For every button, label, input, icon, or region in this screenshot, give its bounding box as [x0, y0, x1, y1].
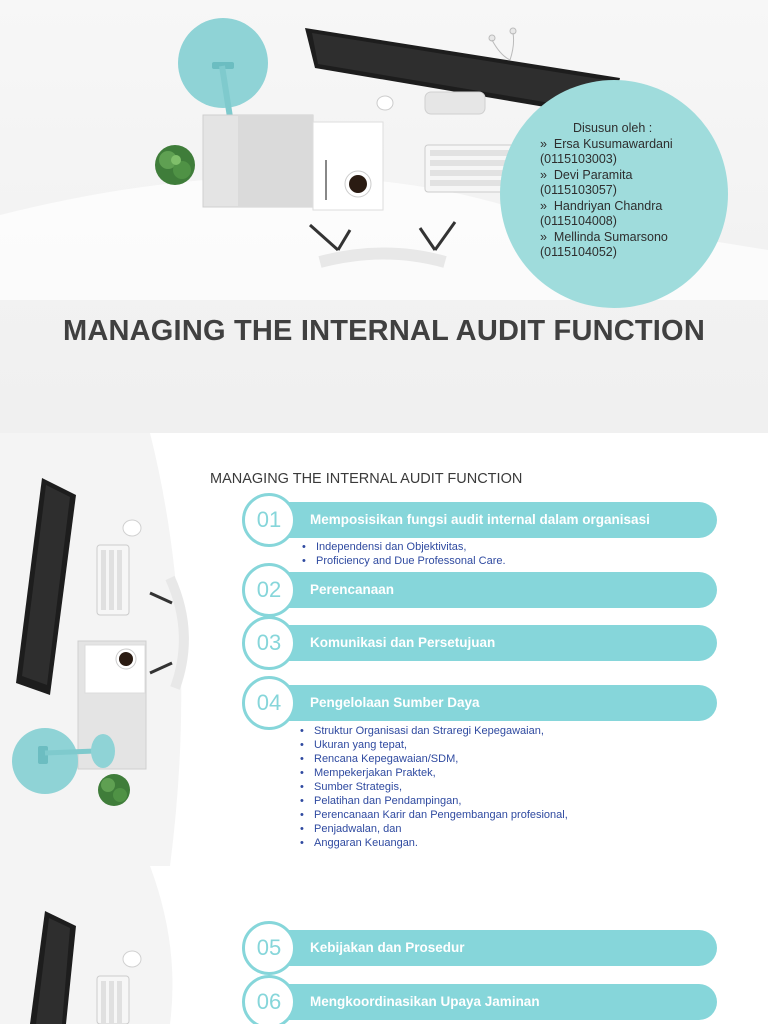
list-item: Anggaran Keuangan.: [300, 836, 568, 850]
agenda-item-02: Perencanaan: [262, 572, 717, 608]
list-item: Struktur Organisasi dan Straregi Kepegaw…: [300, 724, 568, 738]
section-title: MANAGING THE INTERNAL AUDIT FUNCTION: [210, 471, 523, 487]
agenda-item-label: Pengelolaan Sumber Daya: [310, 695, 480, 710]
agenda-number-badge: 02: [242, 563, 296, 617]
author-entry: » Mellinda Sumarsono: [540, 230, 730, 246]
agenda-number-badge: 01: [242, 493, 296, 547]
list-item: Ukuran yang tepat,: [300, 738, 568, 752]
author-entry: » Handriyan Chandra: [540, 199, 730, 215]
desk-photo-side: [0, 433, 189, 866]
agenda-item-03: Komunikasi dan Persetujuan: [262, 625, 717, 661]
plant-icon: [98, 774, 130, 806]
agenda-slide-2: Kebijakan dan Prosedur 05 Mengkoordinasi…: [0, 866, 768, 1024]
plant-icon: [155, 145, 195, 185]
list-item: Proficiency and Due Professonal Care.: [302, 554, 506, 568]
list-item: Mempekerjakan Praktek,: [300, 766, 568, 780]
lamp-icon: [12, 728, 115, 794]
keyboard-icon: [424, 144, 521, 193]
authors-list: Disusun oleh : » Ersa Kusumawardani (011…: [540, 121, 730, 261]
bullet-list-04: Struktur Organisasi dan Straregi Kepegaw…: [300, 724, 568, 850]
coffee-cup-icon: [115, 648, 137, 670]
coffee-cup-icon: [344, 170, 372, 198]
list-item: Pelatihan dan Pendampingan,: [300, 794, 568, 808]
chair-icon: [149, 575, 189, 690]
bullet-list-01: Independensi dan Objektivitas, Proficien…: [302, 540, 506, 568]
mouse-icon: [122, 519, 142, 537]
authors-circle: [500, 80, 728, 308]
author-bullet: »: [540, 198, 547, 213]
agenda-slide-1: MANAGING THE INTERNAL AUDIT FUNCTION Mem…: [0, 433, 768, 866]
author-bullet: »: [540, 136, 547, 151]
author-id: (0115103057): [540, 183, 617, 197]
agenda-item-label: Kebijakan dan Prosedur: [310, 940, 465, 955]
agenda-item-04: Pengelolaan Sumber Daya: [262, 685, 717, 721]
author-entry: » Ersa Kusumawardani: [540, 137, 730, 153]
list-item: Independensi dan Objektivitas,: [302, 540, 506, 554]
slide-title: MANAGING THE INTERNAL AUDIT FUNCTION: [63, 315, 705, 347]
list-item: Rencana Kepegawaian/SDM,: [300, 752, 568, 766]
agenda-number: 02: [256, 577, 282, 602]
agenda-item-label: Perencanaan: [310, 582, 395, 597]
earphones-icon: [488, 27, 517, 61]
author-id: (0115104052): [540, 245, 617, 259]
agenda-item-label: Memposisikan fungsi audit internal dalam…: [310, 512, 650, 527]
agenda-item-06: Mengkoordinasikan Upaya Jaminan: [262, 984, 717, 1020]
title-slide: Disusun oleh : » Ersa Kusumawardani (011…: [0, 0, 768, 433]
author-id: (0115103003): [540, 152, 617, 166]
list-item: Perencanaan Karir dan Pengembangan profe…: [300, 808, 568, 822]
keyboard-icon: [96, 975, 130, 1024]
agenda-number-badge: 06: [242, 975, 296, 1024]
list-item: Sumber Strategis,: [300, 780, 568, 794]
agenda-number: 03: [256, 630, 282, 655]
agenda-number: 01: [256, 507, 282, 532]
keyboard-icon: [96, 544, 130, 616]
agenda-item-label: Mengkoordinasikan Upaya Jaminan: [310, 994, 540, 1009]
author-name: Ersa Kusumawardani: [553, 136, 673, 151]
mouse-icon: [122, 950, 142, 968]
agenda-number-badge: 04: [242, 676, 296, 730]
agenda-item-05: Kebijakan dan Prosedur: [262, 930, 717, 966]
list-item: Penjadwalan, dan: [300, 822, 568, 836]
author-bullet: »: [540, 229, 547, 244]
authors-header: Disusun oleh :: [573, 121, 653, 135]
author-name: Handriyan Chandra: [553, 198, 663, 213]
monitor-icon: [305, 28, 620, 118]
agenda-number-badge: 05: [242, 921, 296, 975]
author-bullet: »: [540, 167, 547, 182]
monitor-icon: [16, 478, 76, 695]
agenda-item-01: Memposisikan fungsi audit internal dalam…: [262, 502, 717, 538]
agenda-number: 05: [256, 935, 282, 960]
mouse-icon: [376, 95, 394, 111]
agenda-number: 04: [256, 690, 282, 715]
agenda-number: 06: [256, 989, 282, 1014]
agenda-item-label: Komunikasi dan Persetujuan: [310, 635, 496, 650]
author-entry: » Devi Paramita: [540, 168, 730, 184]
author-id: (0115104008): [540, 214, 617, 228]
agenda-number-badge: 03: [242, 616, 296, 670]
author-name: Mellinda Sumarsono: [553, 229, 668, 244]
desk-photo-side: [0, 866, 173, 1024]
monitor-icon: [30, 911, 76, 1024]
chair-icon: [309, 221, 457, 268]
author-name: Devi Paramita: [553, 167, 633, 182]
